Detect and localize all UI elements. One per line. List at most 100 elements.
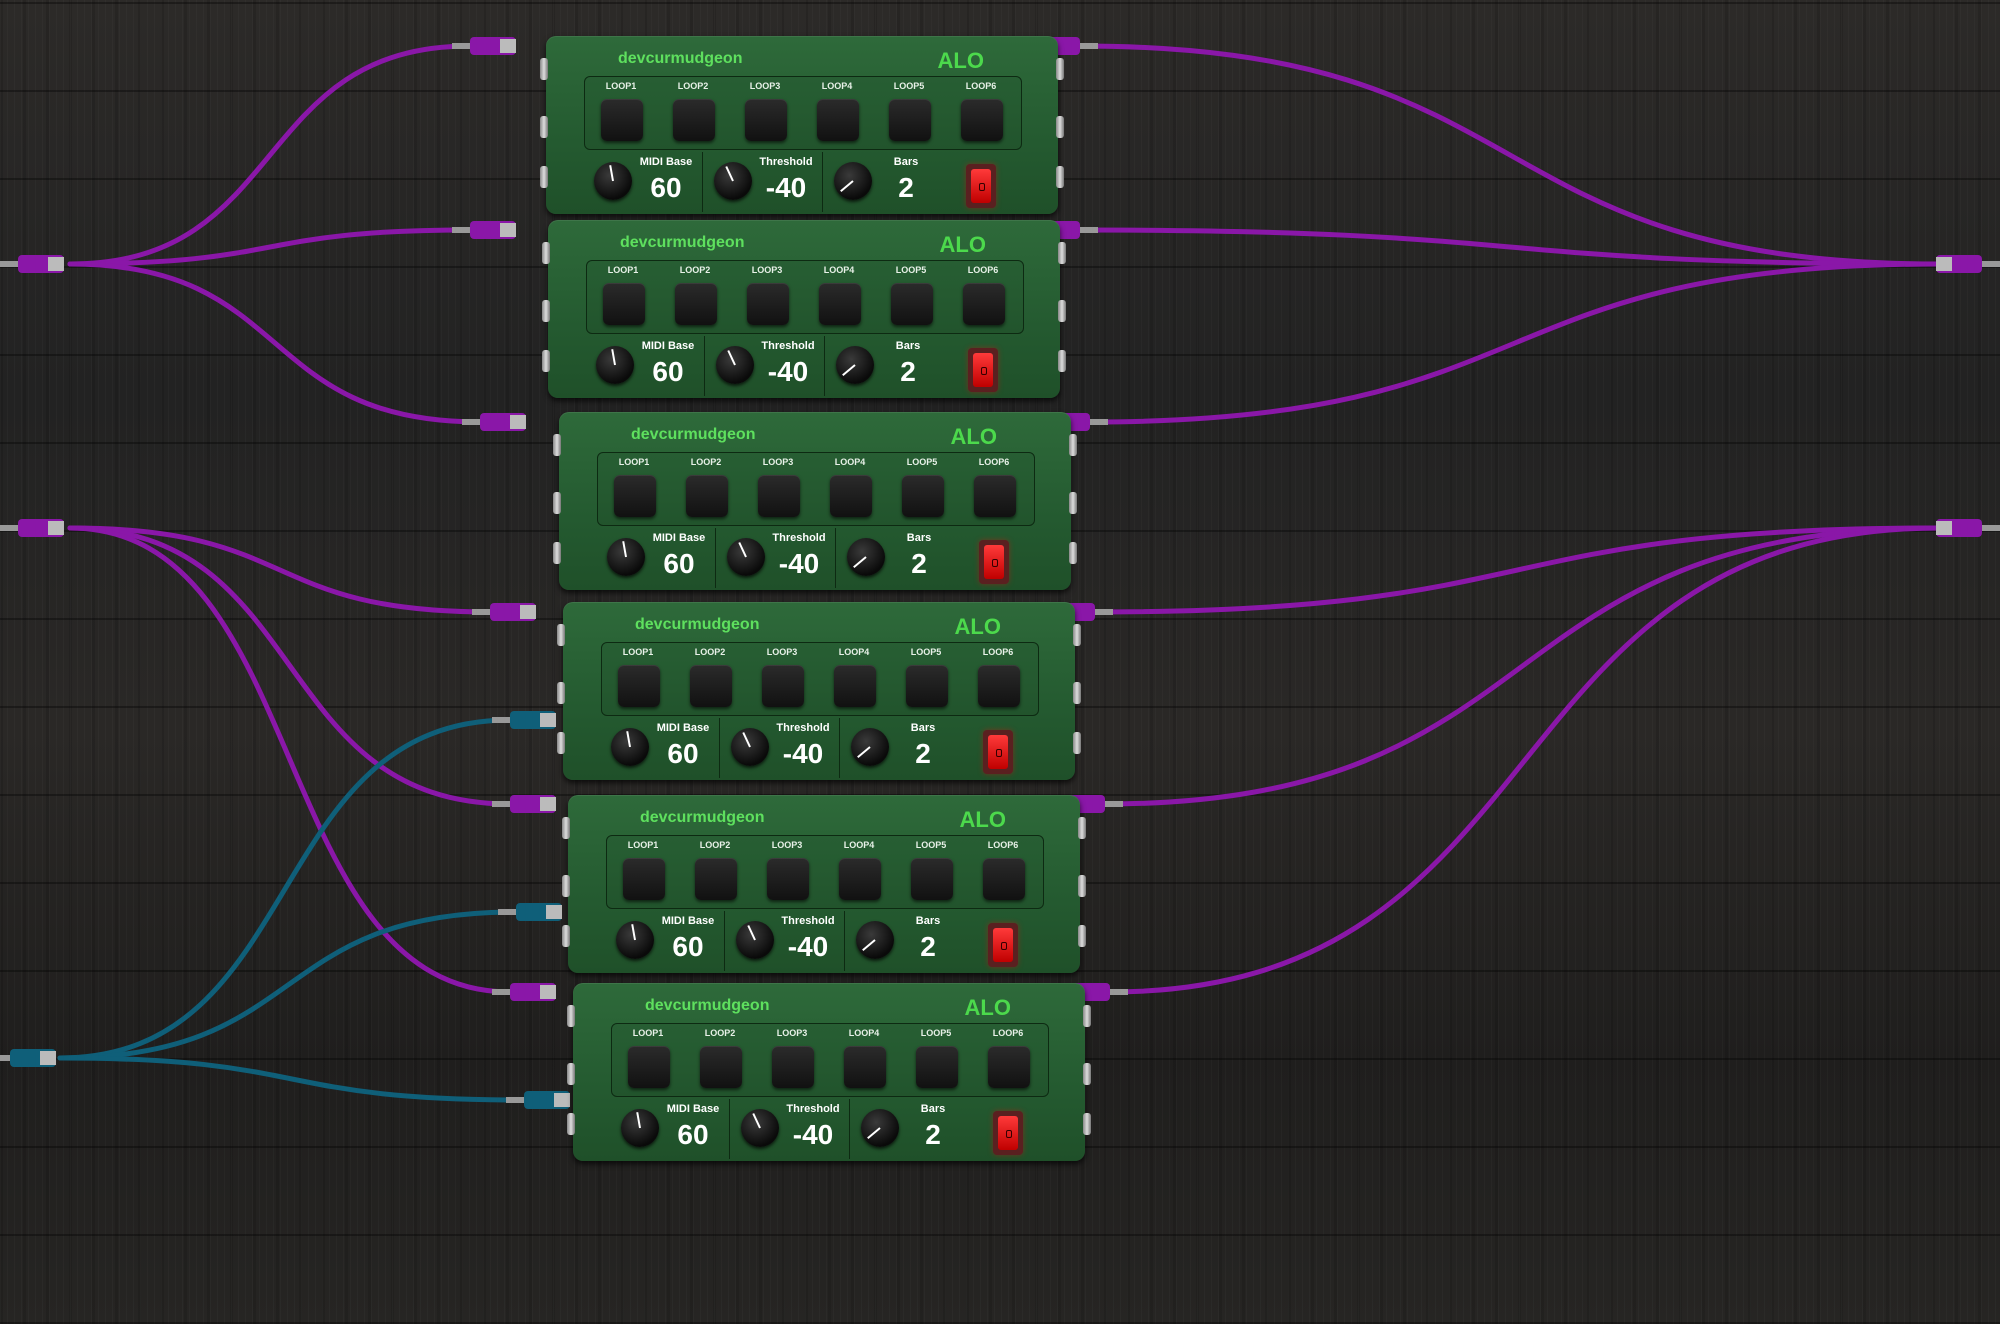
threshold-knob[interactable] (736, 921, 774, 959)
output-jack[interactable] (1058, 242, 1066, 264)
threshold-knob[interactable] (741, 1109, 779, 1147)
loop-3-button[interactable] (745, 99, 787, 141)
threshold-knob[interactable] (716, 346, 754, 384)
loop-1-button[interactable] (601, 99, 643, 141)
cable-plug[interactable] (1936, 255, 2000, 273)
bypass-switch[interactable] (983, 730, 1013, 774)
loop-6-button[interactable] (988, 1046, 1030, 1088)
input-jack[interactable] (540, 116, 548, 138)
midi-base-knob[interactable] (594, 162, 632, 200)
loop-1-button[interactable] (614, 475, 656, 517)
bars-knob[interactable] (834, 162, 872, 200)
loop-4-button[interactable] (844, 1046, 886, 1088)
loop-3-button[interactable] (772, 1046, 814, 1088)
cable-plug[interactable] (452, 37, 516, 55)
bypass-switch[interactable] (993, 1111, 1023, 1155)
loop-5-button[interactable] (902, 475, 944, 517)
cable-plug[interactable] (0, 519, 64, 537)
input-jack[interactable] (557, 682, 565, 704)
loop-6-button[interactable] (974, 475, 1016, 517)
input-jack[interactable] (557, 732, 565, 754)
loop-5-button[interactable] (916, 1046, 958, 1088)
bars-knob[interactable] (856, 921, 894, 959)
cable-plug[interactable] (506, 1091, 570, 1109)
patch-cable[interactable] (67, 525, 513, 995)
loop-1-button[interactable] (628, 1046, 670, 1088)
patch-cable[interactable] (67, 525, 513, 807)
output-jack[interactable] (1083, 1063, 1091, 1085)
cable-plug[interactable] (0, 1049, 56, 1067)
midi-base-knob[interactable] (621, 1109, 659, 1147)
bars-knob[interactable] (851, 728, 889, 766)
loop-6-button[interactable] (978, 665, 1020, 707)
patch-cable[interactable] (1107, 525, 1943, 995)
loop-3-button[interactable] (758, 475, 800, 517)
bypass-switch[interactable] (979, 540, 1009, 584)
loop-3-button[interactable] (767, 858, 809, 900)
input-jack[interactable] (557, 624, 565, 646)
input-jack[interactable] (540, 58, 548, 80)
output-jack[interactable] (1069, 542, 1077, 564)
loop-5-button[interactable] (906, 665, 948, 707)
bars-knob[interactable] (836, 346, 874, 384)
cable-plug[interactable] (1936, 519, 2000, 537)
loop-6-button[interactable] (961, 99, 1003, 141)
midi-base-knob[interactable] (596, 346, 634, 384)
patch-cable[interactable] (1102, 525, 1943, 807)
loop-2-button[interactable] (695, 858, 737, 900)
loop-5-button[interactable] (889, 99, 931, 141)
input-jack[interactable] (542, 350, 550, 372)
midi-base-knob[interactable] (607, 538, 645, 576)
bypass-switch[interactable] (968, 348, 998, 392)
output-jack[interactable] (1078, 817, 1086, 839)
loop-1-button[interactable] (618, 665, 660, 707)
input-jack[interactable] (542, 300, 550, 322)
input-jack[interactable] (567, 1005, 575, 1027)
input-jack[interactable] (567, 1113, 575, 1135)
output-jack[interactable] (1069, 492, 1077, 514)
output-jack[interactable] (1056, 166, 1064, 188)
loop-4-button[interactable] (819, 283, 861, 325)
patch-cable[interactable] (57, 909, 519, 1061)
patch-cable[interactable] (1087, 261, 1943, 425)
input-jack[interactable] (562, 875, 570, 897)
cable-plug[interactable] (492, 983, 556, 1001)
output-jack[interactable] (1056, 58, 1064, 80)
patch-cable[interactable] (67, 227, 473, 267)
loop-6-button[interactable] (983, 858, 1025, 900)
input-jack[interactable] (567, 1063, 575, 1085)
bars-knob[interactable] (847, 538, 885, 576)
loop-4-button[interactable] (830, 475, 872, 517)
output-jack[interactable] (1058, 300, 1066, 322)
loop-4-button[interactable] (834, 665, 876, 707)
patch-cable[interactable] (1077, 43, 1943, 267)
threshold-knob[interactable] (727, 538, 765, 576)
output-jack[interactable] (1056, 116, 1064, 138)
cable-plug[interactable] (0, 255, 64, 273)
cable-plug[interactable] (492, 711, 556, 729)
output-jack[interactable] (1073, 732, 1081, 754)
output-jack[interactable] (1083, 1005, 1091, 1027)
patch-cable[interactable] (1092, 525, 1943, 615)
output-jack[interactable] (1078, 925, 1086, 947)
loop-5-button[interactable] (911, 858, 953, 900)
input-jack[interactable] (562, 925, 570, 947)
loop-2-button[interactable] (686, 475, 728, 517)
loop-2-button[interactable] (700, 1046, 742, 1088)
loop-5-button[interactable] (891, 283, 933, 325)
cable-plug[interactable] (492, 795, 556, 813)
input-jack[interactable] (553, 492, 561, 514)
cable-plug[interactable] (452, 221, 516, 239)
output-jack[interactable] (1073, 624, 1081, 646)
input-jack[interactable] (542, 242, 550, 264)
input-jack[interactable] (562, 817, 570, 839)
patch-cable[interactable] (67, 43, 473, 267)
patch-cable[interactable] (1077, 227, 1943, 267)
cable-plug[interactable] (462, 413, 526, 431)
patch-cable[interactable] (57, 1055, 527, 1103)
patch-cable[interactable] (57, 717, 513, 1061)
loop-4-button[interactable] (839, 858, 881, 900)
output-jack[interactable] (1058, 350, 1066, 372)
loop-2-button[interactable] (675, 283, 717, 325)
output-jack[interactable] (1083, 1113, 1091, 1135)
